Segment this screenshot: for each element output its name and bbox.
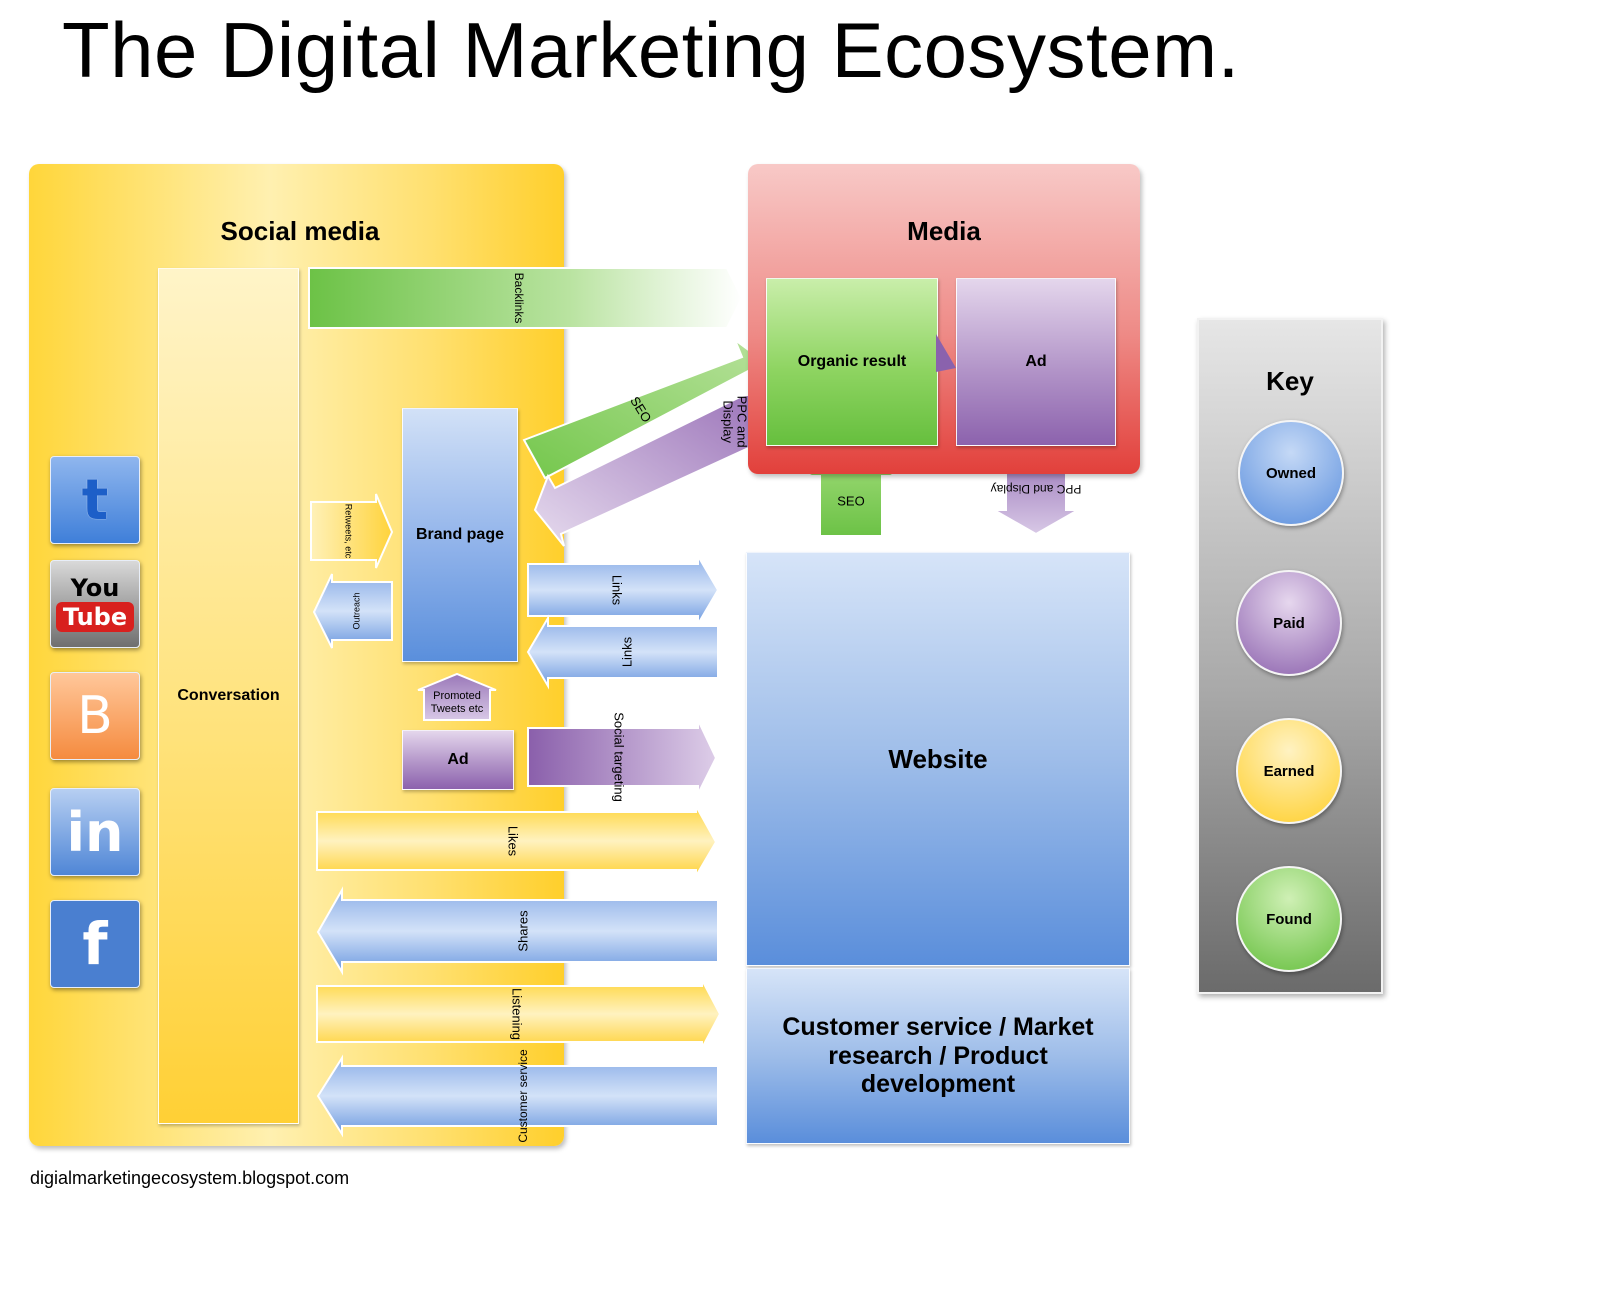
outreach-label: Outreach — [351, 592, 361, 629]
key-owned-circle: Owned — [1238, 420, 1344, 526]
ppc-display-down-label: PPC and Display — [991, 482, 1082, 496]
customer-service-box: Customer service / Market research / Pro… — [746, 968, 1130, 1144]
website-box: Website — [746, 552, 1130, 966]
footer-url: digialmarketingecosystem.blogspot.com — [30, 1168, 350, 1188]
likes-arrow — [316, 802, 718, 880]
social-targeting-label: Social targeting — [612, 712, 627, 802]
customer-service-label: Customer service — [516, 1049, 530, 1143]
facebook-icon: f — [50, 900, 140, 988]
promoted-tweets-label: Promoted Tweets etc — [430, 690, 484, 715]
conversation-label: Conversation — [177, 687, 280, 704]
blogger-icon: B — [50, 672, 140, 760]
key-earned-circle: Earned — [1236, 718, 1342, 824]
organic-result-label: Organic result — [797, 353, 907, 370]
organic-to-ad-arrow — [936, 334, 956, 372]
links-out-label: Links — [610, 575, 625, 606]
links-in-arrow — [526, 614, 719, 690]
brand-page-box: Brand page — [402, 408, 518, 662]
twitter-icon: t — [50, 456, 140, 544]
listening-label: Listening — [510, 988, 525, 1040]
key-paid-label: Paid — [1273, 614, 1305, 632]
organic-result-box: Organic result — [766, 278, 938, 446]
social-media-title: Social media — [220, 216, 380, 246]
shares-label: Shares — [515, 910, 530, 952]
media-ad-label: Ad — [1025, 353, 1047, 370]
brand-page-label: Brand page — [415, 526, 504, 543]
linkedin-icon: in — [50, 788, 140, 876]
ppc-display-diagonal-label: PPC and Display — [721, 395, 750, 448]
key-paid-circle: Paid — [1236, 570, 1342, 676]
ppc-display-diagonal-arrow — [533, 390, 768, 547]
shares-arrow — [316, 886, 719, 976]
media-ad-box: Ad — [956, 278, 1116, 446]
likes-label: Likes — [506, 826, 521, 857]
links-in-label: Links — [619, 636, 634, 667]
listening-arrow — [316, 979, 722, 1049]
social-ad-box: Ad — [402, 730, 514, 790]
seo-up-label: SEO — [837, 493, 864, 508]
retweets-arrow — [310, 493, 394, 569]
customer-service-arrow — [316, 1054, 719, 1138]
key-owned-label: Owned — [1265, 464, 1316, 482]
key-found-circle: Found — [1236, 866, 1342, 972]
key-title: Key — [1266, 366, 1314, 396]
retweets-label: Retweets, etc — [344, 504, 354, 559]
backlinks-label: Backlinks — [512, 273, 526, 324]
youtube-icon: You Tube — [50, 560, 140, 648]
media-title: Media — [907, 216, 981, 246]
social-ad-label: Ad — [447, 751, 469, 768]
outreach-arrow — [312, 573, 393, 649]
customer-service-box-label: Customer service / Market research / Pro… — [782, 1012, 1094, 1099]
key-found-label: Found — [1266, 910, 1312, 928]
backlinks-arrow — [308, 265, 744, 331]
key-earned-label: Earned — [1263, 762, 1315, 780]
social-targeting-arrow — [527, 719, 718, 795]
conversation-box: Conversation — [158, 268, 299, 1124]
website-label: Website — [888, 743, 988, 774]
promoted-tweets-arrow — [417, 672, 497, 721]
page-title: The Digital Marketing Ecosystem. — [62, 6, 1240, 94]
links-out-arrow — [527, 552, 720, 628]
